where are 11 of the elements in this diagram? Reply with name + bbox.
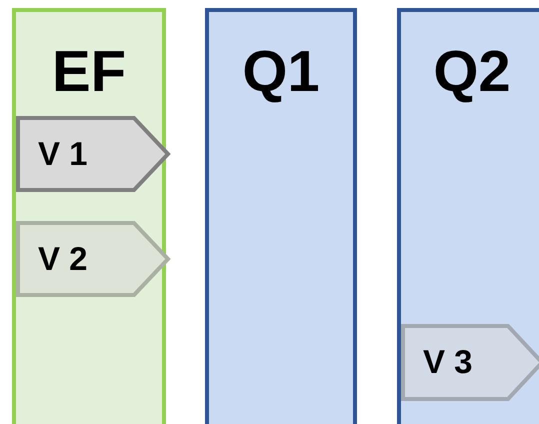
column-panel <box>397 8 539 424</box>
pentagon-tag <box>16 221 170 297</box>
pentagon-tag <box>401 324 539 401</box>
column-title: Q1 <box>241 40 321 104</box>
column-title: Q2 <box>432 40 512 104</box>
tag-label: V 3 <box>423 342 473 382</box>
tag-label: V 1 <box>38 134 88 174</box>
tag-label: V 2 <box>38 239 88 279</box>
column-title: EF <box>50 40 128 104</box>
column-panel <box>205 8 357 424</box>
pentagon-tag <box>16 116 170 192</box>
